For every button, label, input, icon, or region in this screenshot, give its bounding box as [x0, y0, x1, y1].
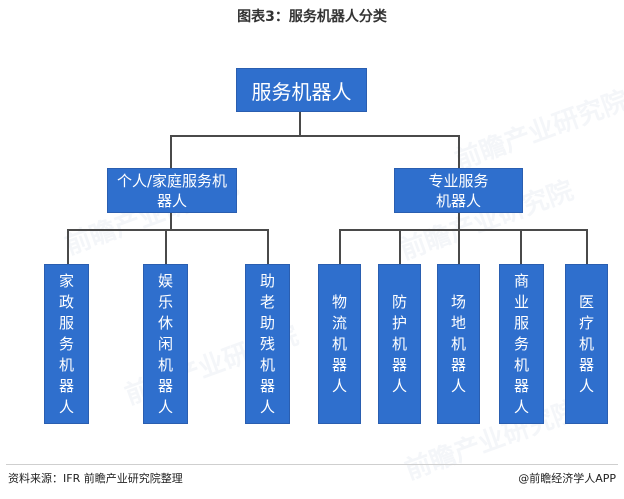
- root-node-label: 服务机器人: [251, 79, 352, 104]
- connector: [339, 229, 341, 264]
- diagram-title: 图表3：服务机器人分类: [237, 9, 387, 25]
- connector: [165, 229, 167, 264]
- leaf-node-field: 场地机器人: [437, 264, 480, 424]
- brand-credit: @前瞻经济学人APP: [518, 472, 616, 485]
- connector: [399, 229, 401, 264]
- connector: [458, 229, 460, 264]
- root-node: 服务机器人: [236, 68, 367, 112]
- connector: [67, 229, 69, 264]
- leaf-node-elderly-disabled-aid: 助老助残机器人: [245, 264, 290, 424]
- leaf-node-label: 物流机器人: [332, 292, 348, 395]
- connector: [299, 112, 301, 136]
- connector: [67, 229, 269, 231]
- leaf-node-commercial-service: 商业服务机器人: [499, 264, 544, 424]
- leaf-node-entertainment: 娱乐休闲机器人: [143, 264, 188, 424]
- branch-node-label: 专业服务机器人: [428, 171, 489, 210]
- branch-node-professional: 专业服务机器人: [394, 168, 523, 213]
- leaf-node-label: 医疗机器人: [579, 292, 595, 395]
- leaf-node-protection: 防护机器人: [378, 264, 421, 424]
- footer-divider: [6, 464, 618, 465]
- leaf-node-label: 助老助残机器人: [260, 271, 276, 416]
- leaf-node-label: 娱乐休闲机器人: [158, 271, 174, 416]
- connector: [170, 135, 460, 137]
- leaf-node-label: 商业服务机器人: [514, 271, 530, 416]
- branch-node-label: 个人/家庭服务机器人: [116, 171, 228, 210]
- connector: [458, 213, 460, 230]
- leaf-node-logistics: 物流机器人: [318, 264, 361, 424]
- connector: [520, 229, 522, 264]
- watermark: 前瞻产业研究院: [451, 85, 624, 177]
- leaf-node-label: 家政服务机器人: [59, 271, 75, 416]
- source-note: 资料来源：IFR 前瞻产业研究院整理: [8, 472, 183, 485]
- branch-node-personal-home: 个人/家庭服务机器人: [107, 168, 237, 213]
- leaf-node-housekeeping: 家政服务机器人: [44, 264, 89, 424]
- leaf-node-medical: 医疗机器人: [565, 264, 608, 424]
- leaf-node-label: 场地机器人: [451, 292, 467, 395]
- connector: [267, 229, 269, 264]
- leaf-node-label: 防护机器人: [392, 292, 408, 395]
- connector: [170, 135, 172, 168]
- connector: [170, 213, 172, 230]
- connector: [586, 229, 588, 264]
- connector: [458, 135, 460, 168]
- connector: [339, 229, 588, 231]
